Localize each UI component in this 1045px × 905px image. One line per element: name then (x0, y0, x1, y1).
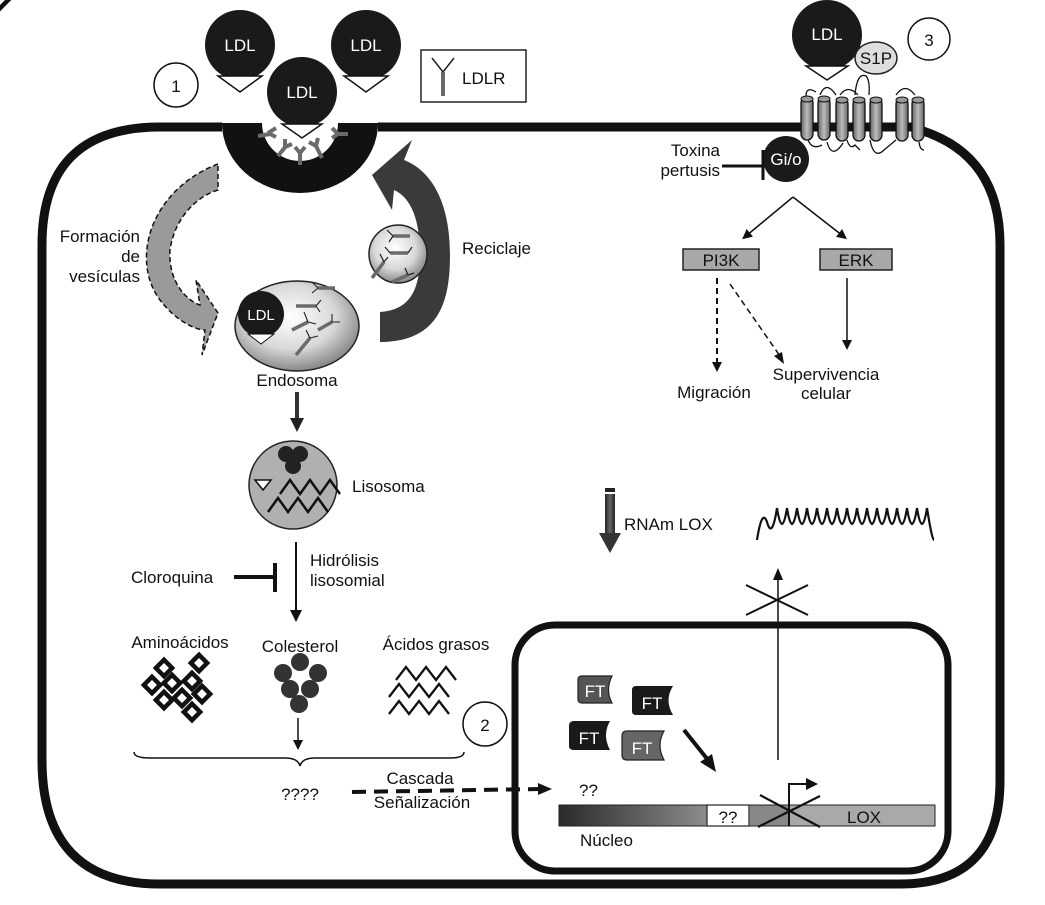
svg-text:LDL: LDL (247, 307, 275, 324)
svg-text:3: 3 (924, 31, 933, 50)
endosome: LDL (234, 280, 360, 372)
endosome-label: Endosoma (256, 371, 338, 390)
migration-label: Migración (677, 383, 751, 402)
unknown-factor-label: ?? (579, 781, 598, 800)
ldl-label: LDL (286, 83, 317, 102)
recycling-vesicle (368, 224, 428, 284)
amino-acid-icon (0, 0, 214, 724)
erk-survival-arrow (842, 278, 852, 350)
s1p-ligand: S1P (854, 41, 898, 75)
svg-text:Toxina: Toxina (671, 141, 721, 160)
svg-text:Señalización: Señalización (374, 793, 470, 812)
step-marker-3: 3 (907, 17, 951, 61)
vesicle-formation-arrow (145, 162, 219, 356)
ldlr-receptors-in-pit (257, 126, 348, 165)
nucleus (511, 621, 952, 875)
tf-binding-arrow (682, 728, 716, 772)
lysosome (248, 440, 342, 530)
ldl-particle: LDL (205, 10, 275, 93)
transcription-factor: FT (569, 721, 610, 750)
lox-gene: ?? LOX (558, 804, 936, 827)
ldl-particle: LDL (238, 291, 284, 345)
mrna-strand (755, 507, 936, 542)
fatty-acids-label: Ácidos grasos (383, 635, 490, 654)
svg-text:2: 2 (480, 716, 489, 735)
svg-text:pertusis: pertusis (660, 161, 720, 180)
products-brace (133, 751, 465, 767)
legend-label: LDLR (462, 69, 505, 88)
step-marker-2: 2 (462, 701, 508, 747)
blocked-tss-arrow (757, 778, 821, 828)
ldl-label: LDL (224, 36, 255, 55)
svg-text:lisosomial: lisosomial (310, 571, 385, 590)
transcription-factor: FT (577, 675, 614, 704)
hydrolysis-label: Hidrólisis lisosomial (310, 551, 385, 590)
svg-text:PI3K: PI3K (703, 251, 741, 270)
svg-text:Hidrólisis: Hidrólisis (310, 551, 379, 570)
svg-text:S1P: S1P (860, 49, 892, 68)
svg-text:FT: FT (579, 729, 600, 748)
unknown-mediator-label: ???? (281, 785, 319, 804)
promoter-unknown-label: ?? (719, 808, 738, 827)
coated-pit (222, 123, 378, 193)
blocked-transcription-arrow (745, 568, 809, 760)
svg-text:1: 1 (171, 77, 180, 96)
ldl-particle-binding: LDL (267, 57, 337, 139)
amino-acids-label: Aminoácidos (131, 633, 228, 652)
recycling-label: Reciclaje (462, 239, 531, 258)
s1p-receptor-gpcr (800, 74, 925, 154)
svg-text:celular: celular (801, 384, 851, 403)
transcription-factor: FT (632, 686, 673, 715)
mrna-lox-decrease-arrow (599, 488, 621, 553)
svg-text:Supervivencia: Supervivencia (773, 365, 880, 384)
svg-text:Cascada: Cascada (386, 769, 454, 788)
fatty-acid-icon (388, 665, 457, 716)
svg-text:vesículas: vesículas (69, 267, 140, 286)
lysosome-label: Lisosoma (352, 477, 425, 496)
gio-branch-arrows (742, 196, 847, 240)
signaling-cascade-arrow (351, 783, 552, 795)
svg-text:Gi/o: Gi/o (770, 150, 801, 169)
endosome-to-lysosome-arrow (290, 392, 304, 432)
pi3k-survival-arrow (729, 283, 784, 364)
legend-ldlr: LDLR (420, 49, 527, 103)
nucleus-label: Núcleo (580, 831, 633, 850)
hydrolysis-arrow (290, 542, 302, 622)
pi3k-migration-arrow (712, 278, 722, 372)
svg-text:Formación: Formación (60, 227, 140, 246)
chloroquine-inhibition: Cloroquina (131, 563, 277, 592)
pi3k-box: PI3K (682, 248, 760, 271)
gio-protein: Gi/o (763, 136, 809, 182)
svg-text:FT: FT (585, 682, 606, 701)
pertussis-toxin-inhibition: Toxina pertusis (660, 141, 765, 180)
cholesterol-icon (274, 653, 327, 713)
vesicle-formation-label: Formación de vesículas (60, 227, 140, 286)
ldl-label: LDL (350, 36, 381, 55)
svg-text:LDL: LDL (811, 25, 842, 44)
svg-text:FT: FT (632, 739, 653, 758)
svg-text:ERK: ERK (839, 251, 875, 270)
transcription-factor: FT (621, 730, 666, 761)
cholesterol-label: Colesterol (262, 637, 339, 656)
ldl-particle: LDL (331, 10, 401, 93)
ldl-particle: LDL (792, 0, 862, 81)
erk-box: ERK (819, 248, 893, 271)
ldlr-receptor-icon (431, 57, 455, 96)
mrna-lox-label: RNAm LOX (624, 515, 713, 534)
svg-text:FT: FT (642, 694, 663, 713)
recycling-arrow (372, 140, 450, 342)
lox-gene-label: LOX (847, 808, 881, 827)
chloroquine-label: Cloroquina (131, 568, 214, 587)
signaling-cascade-label: Cascada Señalización (374, 769, 470, 812)
step-marker-1: 1 (153, 62, 199, 108)
svg-text:de: de (121, 247, 140, 266)
cell-survival-label: Supervivencia celular (773, 365, 880, 403)
